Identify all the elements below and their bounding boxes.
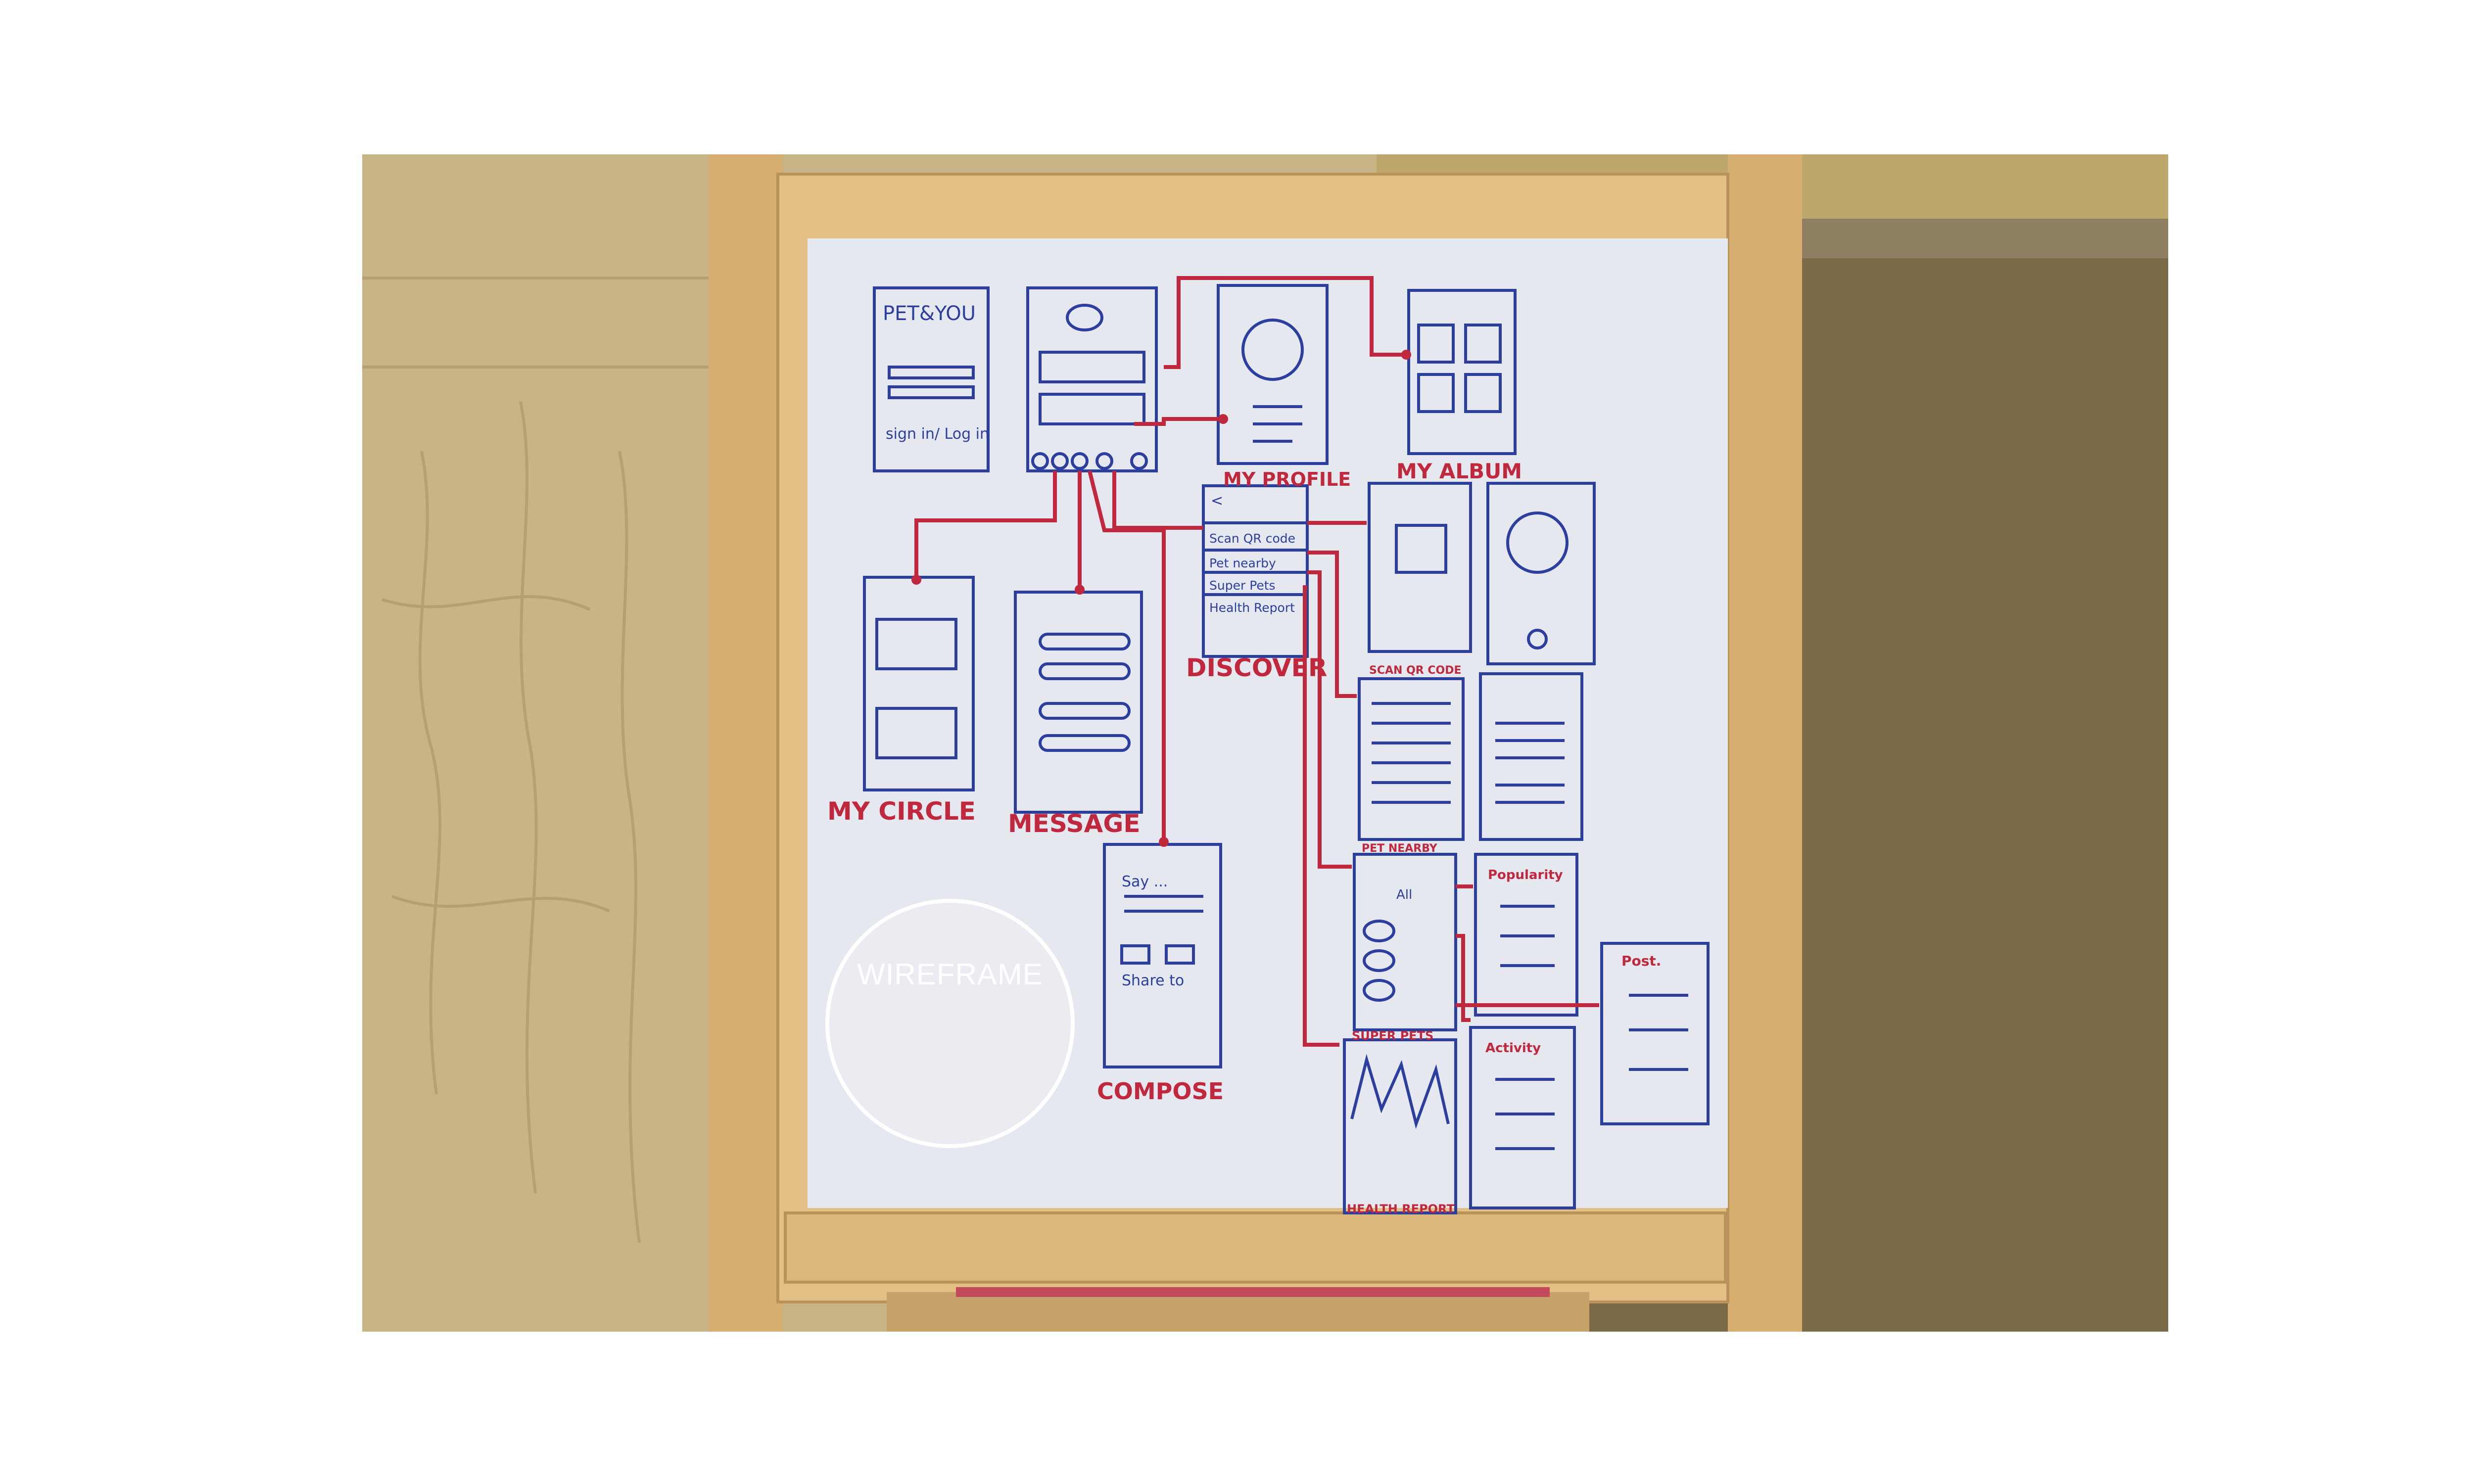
- label-my-circle: MY CIRCLE: [827, 797, 976, 826]
- label-message: MESSAGE: [1008, 809, 1141, 838]
- post-title: Post.: [1621, 953, 1661, 969]
- activity-title: Activity: [1485, 1041, 1541, 1056]
- splash-title: PET&YOU: [883, 302, 976, 325]
- wireframe-badge-label: WIREFRAME: [857, 958, 1043, 991]
- discover-item-super: Super Pets: [1209, 578, 1276, 593]
- easel-tray: [784, 1211, 1727, 1284]
- easel-leg-right: [1728, 154, 1802, 1332]
- sketch-screens: [863, 284, 1710, 1214]
- label-scan-qr: SCAN QR CODE: [1369, 664, 1462, 677]
- discover-back: <: [1211, 492, 1223, 510]
- flow-connectors: [914, 276, 1599, 1047]
- easel-base-bar: [887, 1292, 1589, 1332]
- connector-dots: [911, 350, 1411, 847]
- discover-item-scan: Scan QR code: [1209, 531, 1295, 546]
- wood-grain: [362, 277, 738, 1243]
- easel-leg-left: [709, 154, 783, 1332]
- label-health-report: HEALTH REPORT: [1347, 1202, 1455, 1216]
- compose-line1: Say ...: [1122, 873, 1168, 890]
- label-my-album: MY ALBUM: [1396, 459, 1522, 483]
- label-super-pets: SUPER PETS: [1352, 1029, 1433, 1043]
- label-compose: COMPOSE: [1097, 1078, 1224, 1105]
- label-pet-nearby: PET NEARBY: [1362, 842, 1438, 855]
- wireframe-badge: [825, 899, 1075, 1148]
- label-discover: DISCOVER: [1186, 653, 1327, 682]
- whiteboard-photo: PET&YOU sign in/ Log in < Scan QR code P…: [362, 154, 2168, 1332]
- super-pets-tab: All: [1396, 887, 1412, 902]
- popularity-title: Popularity: [1488, 868, 1563, 882]
- discover-item-health: Health Report: [1209, 601, 1295, 615]
- compose-line2: Share to: [1122, 972, 1184, 989]
- label-my-profile: MY PROFILE: [1223, 468, 1351, 490]
- discover-item-nearby: Pet nearby: [1209, 556, 1276, 570]
- splash-cta: sign in/ Log in: [886, 425, 989, 443]
- wall-shelf: [1772, 219, 2168, 258]
- red-accent: [956, 1287, 1550, 1297]
